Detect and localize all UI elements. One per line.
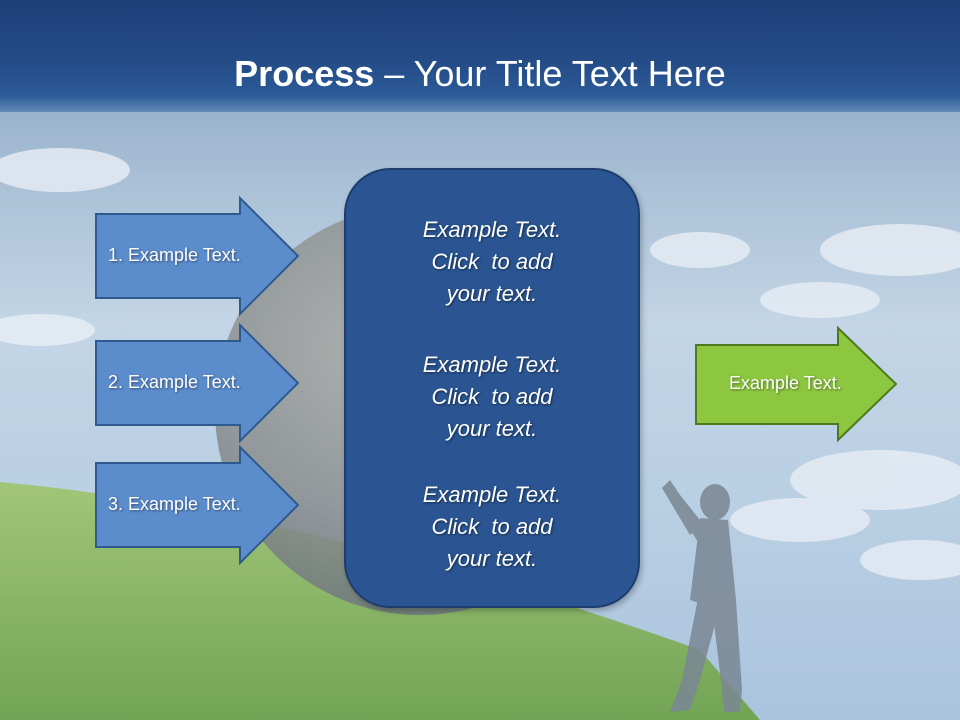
left-arrow-2-label: 2. Example Text. bbox=[108, 372, 241, 392]
center-text-block-1: Example Text. Click to add your text. bbox=[346, 214, 638, 310]
center-text-line: your text. bbox=[446, 281, 538, 306]
clouds bbox=[0, 148, 960, 580]
left-arrow-1 bbox=[95, 195, 300, 317]
center-text-line: Click to add bbox=[431, 249, 553, 274]
center-text-line: Example Text. bbox=[422, 482, 562, 507]
center-text-line: your text. bbox=[446, 416, 538, 441]
title-bold: Process bbox=[234, 53, 375, 94]
center-text-line: Click to add bbox=[431, 514, 553, 539]
right-arrow-label: Example Text. bbox=[729, 373, 842, 393]
left-arrow-1-label: 1. Example Text. bbox=[108, 245, 241, 265]
left-arrow-3 bbox=[95, 444, 300, 566]
slide-title: Process – Your Title Text Here bbox=[0, 52, 960, 96]
center-text-block-3: Example Text. Click to add your text. bbox=[346, 479, 638, 575]
left-arrow-3-label: 3. Example Text. bbox=[108, 494, 241, 514]
center-text-line: Example Text. bbox=[422, 352, 562, 377]
man-figure bbox=[662, 480, 742, 712]
center-text-line: your text. bbox=[446, 546, 538, 571]
center-text-line: Example Text. bbox=[422, 217, 562, 242]
center-text-line: Click to add bbox=[431, 384, 553, 409]
title-bar bbox=[0, 0, 960, 112]
left-arrow-2 bbox=[95, 322, 300, 444]
center-text-box[interactable]: Example Text. Click to add your text. Ex… bbox=[344, 168, 640, 608]
right-arrow bbox=[695, 325, 898, 443]
title-rest: – Your Title Text Here bbox=[374, 53, 726, 94]
center-text-block-2: Example Text. Click to add your text. bbox=[346, 349, 638, 445]
